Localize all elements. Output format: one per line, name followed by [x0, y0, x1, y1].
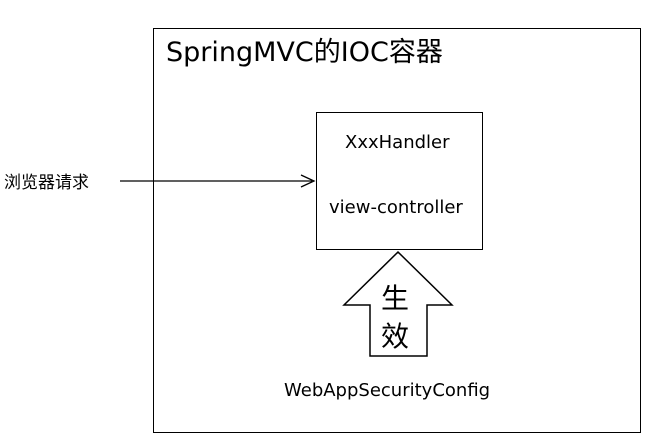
handler-box [316, 112, 483, 250]
browser-request-label: 浏览器请求 [4, 173, 89, 193]
effect-label-char-1: 生 [381, 282, 410, 315]
config-label: WebAppSecurityConfig [284, 380, 491, 401]
view-controller-label: view-controller [329, 197, 463, 218]
request-arrow-head [300, 174, 316, 188]
ioc-container-box [153, 28, 641, 433]
handler-label: XxxHandler [345, 132, 450, 153]
ioc-container-title: SpringMVC的IOC容器 [166, 37, 443, 68]
effect-label-char-2: 效 [381, 320, 410, 353]
effect-up-arrow-shape [342, 250, 454, 357]
